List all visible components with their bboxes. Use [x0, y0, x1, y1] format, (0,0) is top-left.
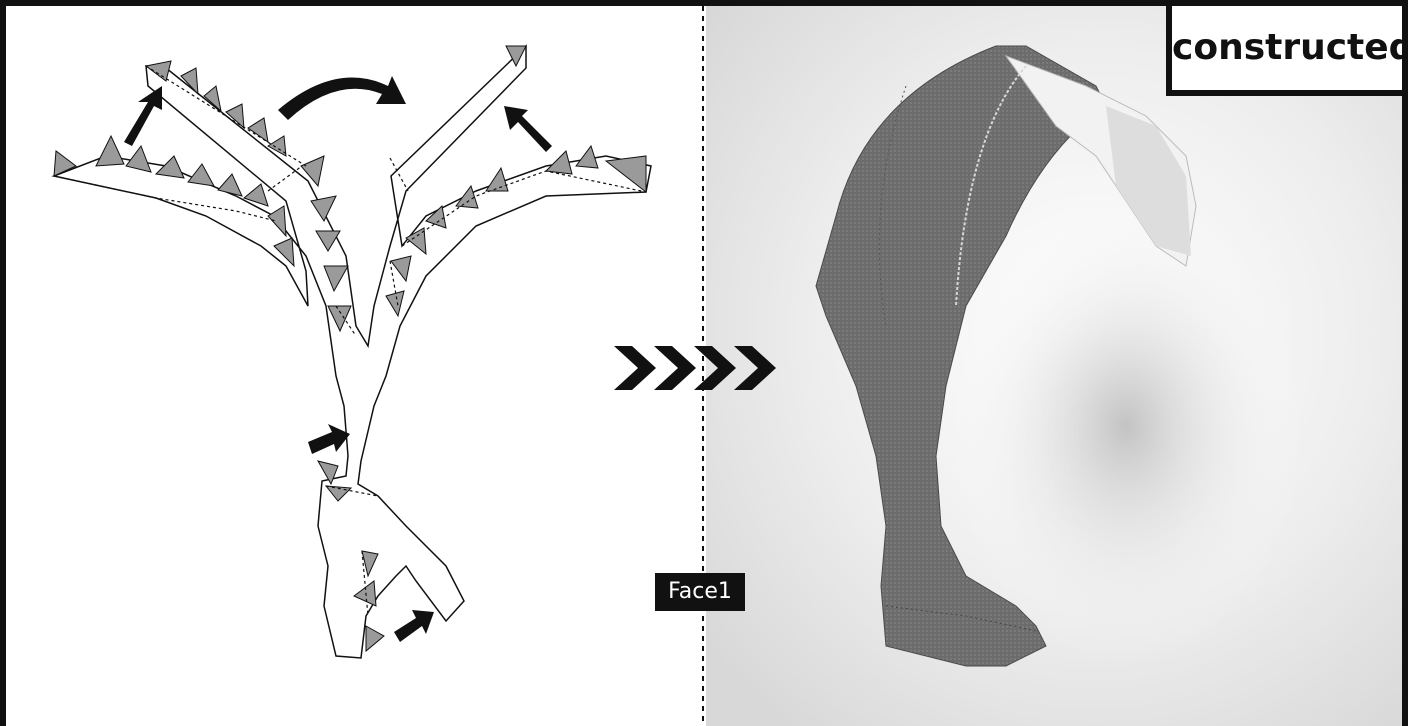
constructed-label: constructed	[1166, 0, 1408, 96]
chevron-right-icon	[614, 346, 656, 390]
chevron-right-icon	[734, 346, 776, 390]
chevron-right-icon	[694, 346, 736, 390]
face-label: Face1	[655, 573, 745, 611]
progress-chevrons	[6, 6, 1408, 726]
chevron-right-icon	[654, 346, 696, 390]
